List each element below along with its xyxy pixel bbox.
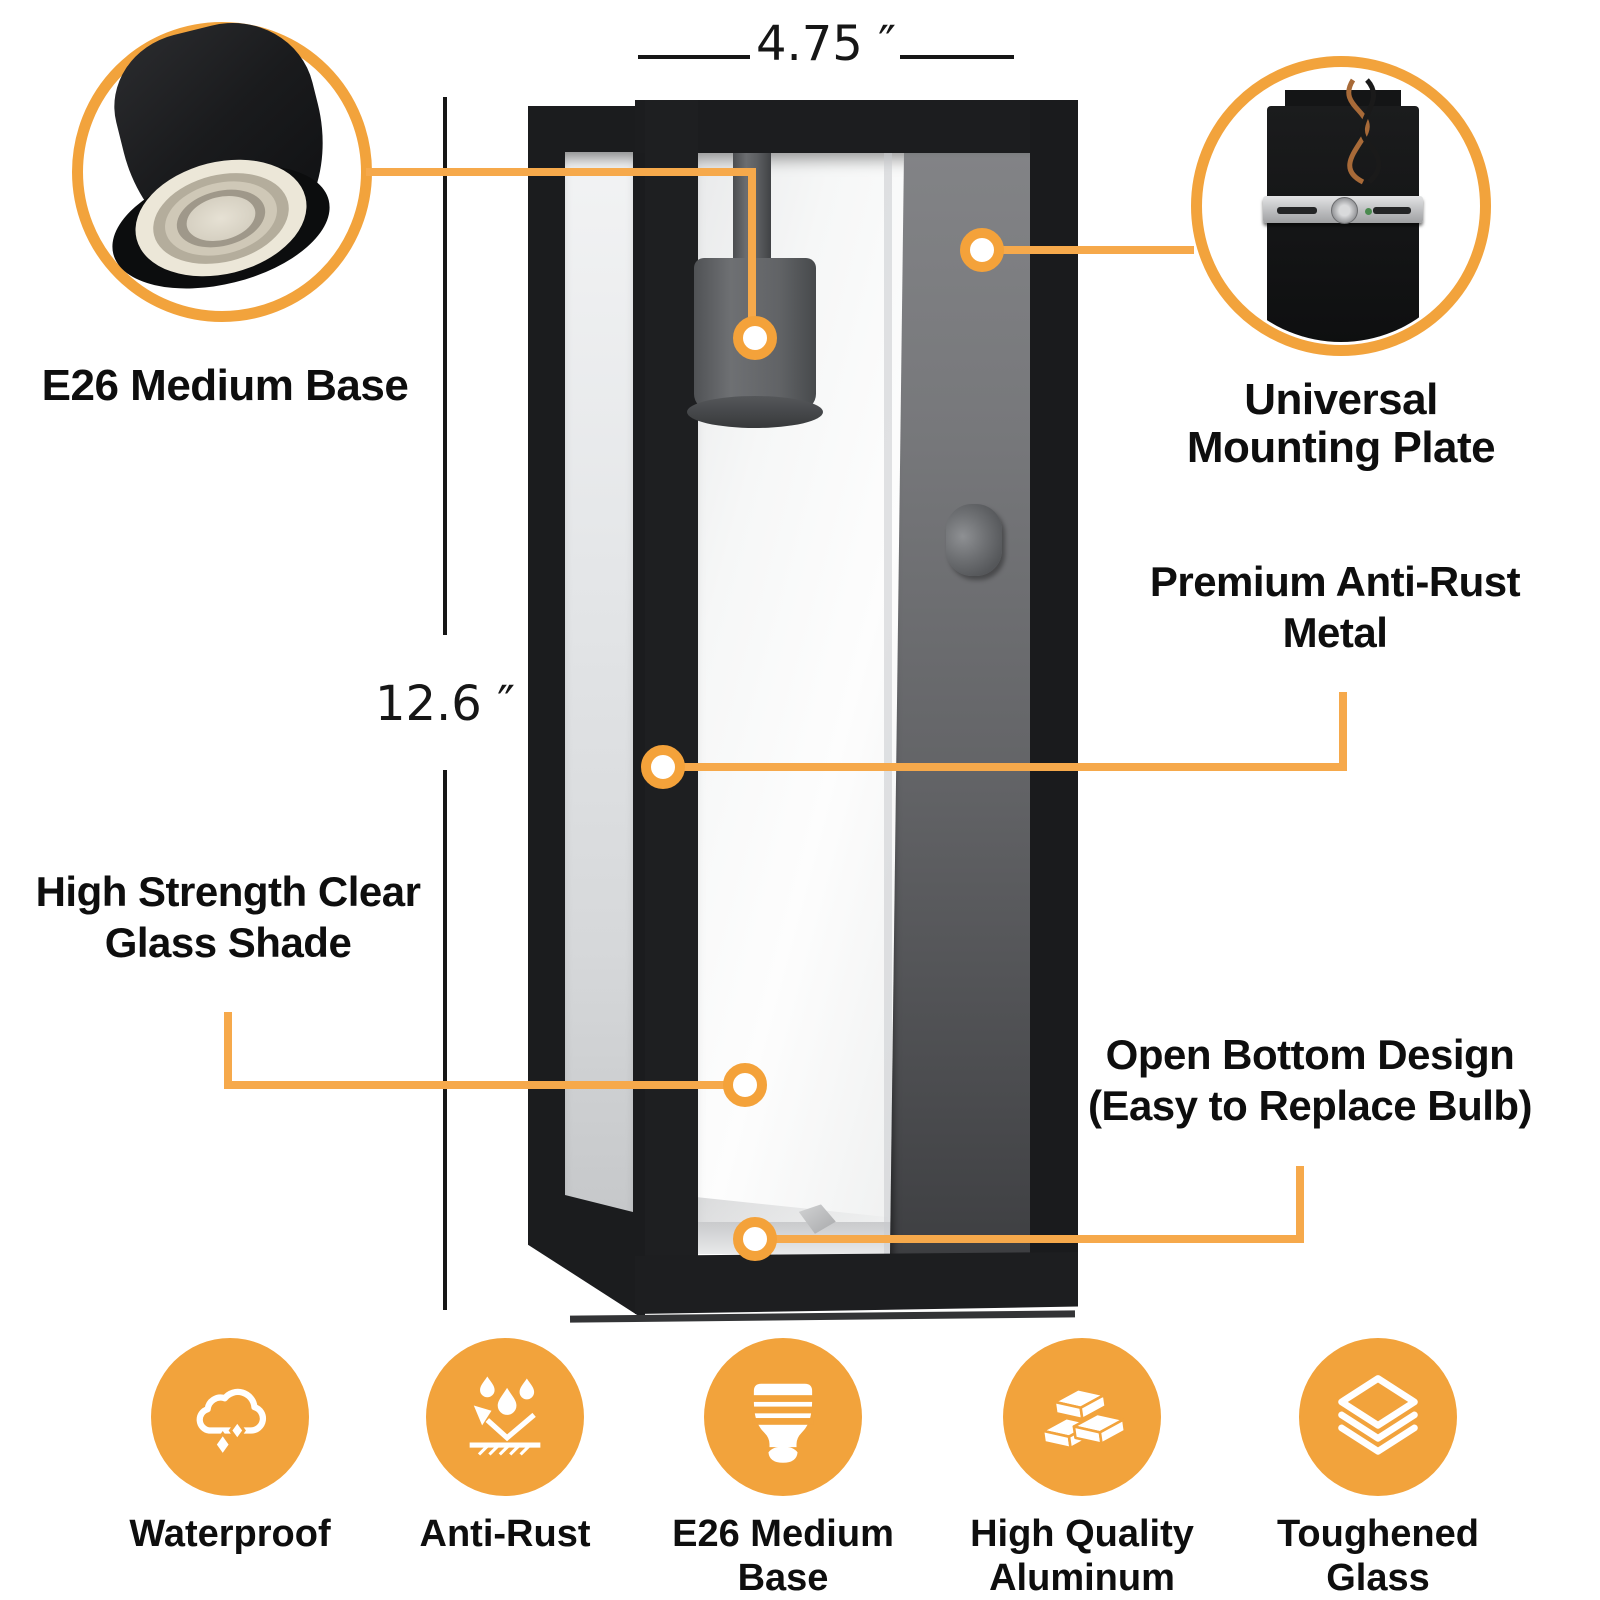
glass-connector-v	[224, 1012, 232, 1089]
mounting-label-line2: Mounting Plate	[1186, 423, 1496, 473]
open-bottom-connector-v	[1296, 1166, 1304, 1243]
e26-callout-dot	[733, 316, 777, 360]
feature-2-line1: E26 Medium	[672, 1513, 894, 1555]
e26-connector-v	[748, 168, 756, 318]
open-bottom-line1: Open Bottom Design	[1105, 1031, 1515, 1078]
feature-circle-waterproof	[151, 1338, 309, 1496]
feature-label-aluminum: High Quality Aluminum	[962, 1512, 1202, 1600]
glass-callout-dot	[723, 1063, 767, 1107]
lantern-left-post	[645, 100, 698, 1312]
ground-screw	[1365, 208, 1372, 215]
socket-rim	[687, 396, 823, 428]
height-dim-line-top	[443, 97, 447, 635]
e26-connector-h	[366, 168, 756, 176]
wires-icon	[1346, 78, 1382, 185]
mounting-connector-h	[1000, 246, 1194, 254]
open-bottom-callout-label: Open Bottom Design (Easy to Replace Bulb…	[1060, 1029, 1560, 1131]
lantern-top-rail	[635, 100, 1078, 153]
feature-0-line1: Waterproof	[129, 1513, 331, 1555]
aluminum-icon	[1041, 1387, 1127, 1450]
fixture-knob	[946, 504, 1002, 576]
e26-inset-label: E26 Medium Base	[41, 361, 409, 410]
height-dim-line-bottom	[443, 770, 447, 1310]
mounting-label-line1: Universal	[1244, 375, 1438, 424]
width-dim-line-left	[638, 55, 750, 59]
feature-3-line1: High Quality	[970, 1513, 1194, 1555]
height-dimension: 12.6 ″	[374, 676, 516, 732]
waterproof-icon	[196, 1388, 266, 1459]
e26-base-icon	[751, 1383, 815, 1463]
lantern-bottom-rail	[635, 1252, 1078, 1314]
feature-label-toughened-glass: Toughened Glass	[1258, 1512, 1498, 1600]
premium-line2: Metal	[1282, 609, 1388, 657]
feature-label-waterproof: Waterproof	[110, 1512, 350, 1556]
feature-2-line2: Base	[737, 1557, 829, 1599]
fixture-back-body	[1267, 106, 1419, 342]
lantern-back-panel	[890, 153, 1030, 1254]
feature-4-line2: Glass	[1326, 1557, 1430, 1599]
premium-line1: Premium Anti-Rust	[1149, 558, 1521, 605]
feature-4-line1: Toughened	[1277, 1513, 1479, 1555]
glass-callout-label: High Strength Clear Glass Shade	[0, 866, 456, 968]
lantern-right-post	[1030, 100, 1078, 1305]
premium-connector-h	[663, 763, 1347, 771]
feature-3-line2: Aluminum	[989, 1557, 1175, 1599]
mounting-center-knob	[1331, 197, 1358, 224]
open-bottom-callout-dot	[733, 1217, 777, 1261]
open-bottom-line2: (Easy to Replace Bulb)	[1087, 1082, 1533, 1130]
premium-callout-dot	[641, 745, 685, 789]
lantern-side-glass	[565, 152, 633, 1212]
mounting-slot-right	[1373, 207, 1411, 214]
mounting-plate-photo	[1205, 70, 1477, 342]
width-dimension: 4.75 ″	[755, 16, 897, 72]
glass-line2: Glass Shade	[104, 919, 352, 967]
mounting-inset-label: Universal Mounting Plate	[1141, 375, 1541, 473]
toughened-glass-icon	[1338, 1375, 1418, 1455]
mounting-callout-dot	[960, 228, 1004, 272]
glass-line1: High Strength Clear	[35, 868, 421, 915]
anti-rust-icon	[469, 1376, 541, 1456]
mounting-slot-left	[1277, 207, 1317, 214]
feature-circle-toughened-glass	[1299, 1338, 1457, 1496]
glass-connector-h	[224, 1081, 749, 1089]
feature-1-line1: Anti-Rust	[419, 1513, 591, 1555]
premium-connector-v	[1339, 692, 1347, 771]
feature-circle-anti-rust	[426, 1338, 584, 1496]
open-bottom-connector-h	[757, 1235, 1304, 1243]
feature-label-anti-rust: Anti-Rust	[385, 1512, 625, 1556]
width-dim-line-right	[900, 55, 1014, 59]
premium-callout-label: Premium Anti-Rust Metal	[1085, 556, 1585, 658]
glass-edge-sliver	[884, 153, 892, 1254]
feature-label-e26: E26 Medium Base	[663, 1512, 903, 1600]
